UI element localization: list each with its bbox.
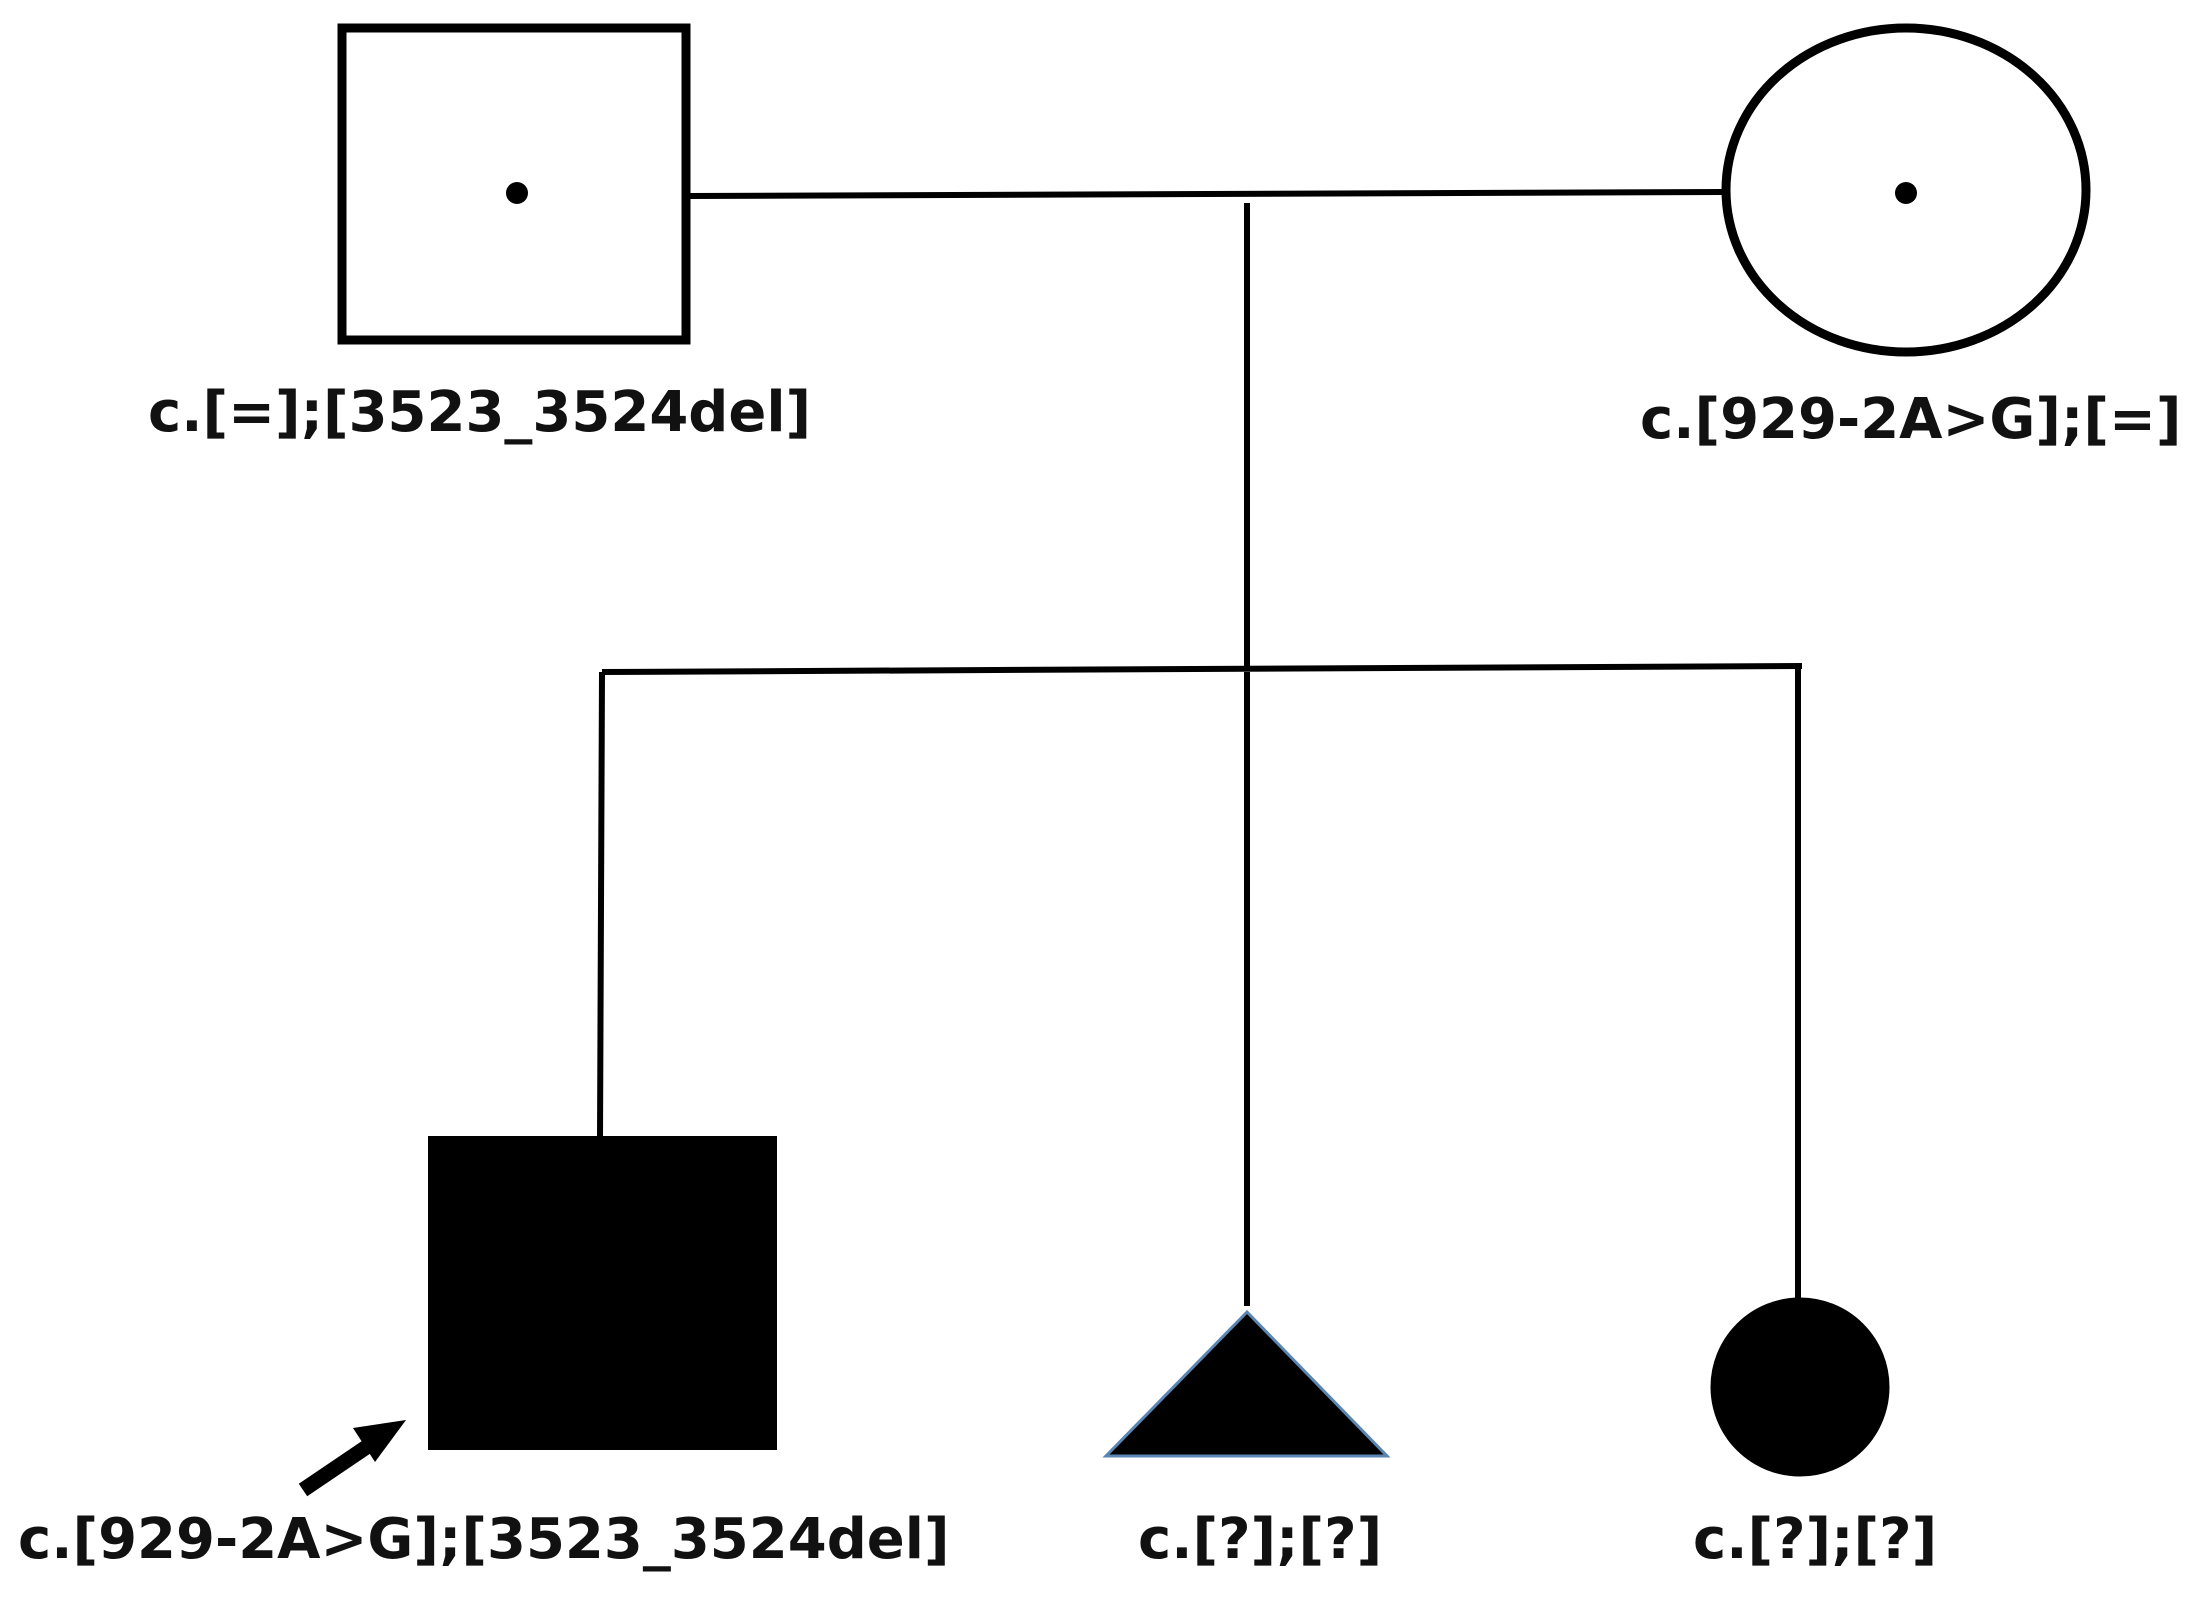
proband-arrow-icon bbox=[298, 1420, 406, 1497]
marriage-line bbox=[689, 189, 1725, 199]
proband-line bbox=[597, 671, 605, 1139]
father-carrier-dot bbox=[506, 182, 528, 204]
mother-genotype-label: c.[929-2A>G];[=] bbox=[1640, 387, 2182, 452]
father-symbol bbox=[337, 23, 691, 345]
mother-carrier-dot bbox=[1895, 182, 1917, 204]
pregnancy-triangle bbox=[1102, 1309, 1391, 1458]
proband-genotype-label: c.[929-2A>G];[3523_3524del] bbox=[18, 1507, 950, 1572]
mother-symbol bbox=[1721, 23, 2091, 357]
pregnancy-genotype-label: c.[?];[?] bbox=[1138, 1507, 1383, 1572]
proband-square bbox=[428, 1136, 777, 1450]
daughter-genotype-label: c.[?];[?] bbox=[1693, 1507, 1938, 1572]
father-genotype-label: c.[=];[3523_3524del] bbox=[148, 380, 812, 445]
sibship-line bbox=[601, 663, 1803, 675]
daughter-circle bbox=[1710, 1297, 1890, 1477]
